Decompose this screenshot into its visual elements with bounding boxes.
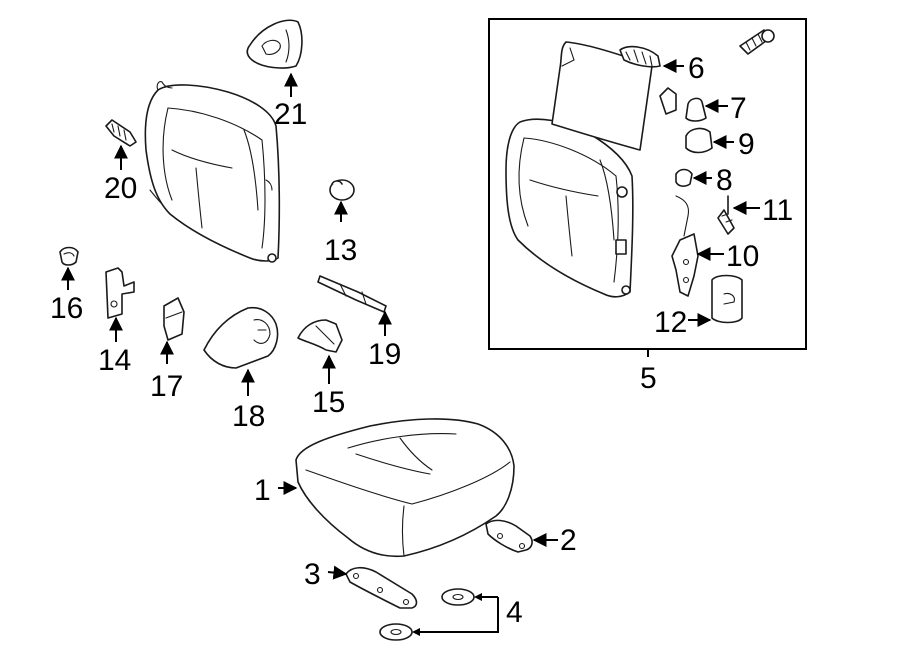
callout-21: 21 — [274, 98, 307, 131]
callout-20: 20 — [104, 172, 137, 205]
callout-14: 14 — [98, 344, 131, 377]
callout-1: 1 — [254, 474, 271, 507]
callout-16: 16 — [50, 292, 83, 325]
callout-11: 11 — [762, 194, 793, 227]
callout-4: 4 — [506, 596, 523, 629]
part-19[interactable] — [317, 275, 392, 336]
callout-18: 18 — [232, 400, 265, 433]
callout-8: 8 — [716, 164, 733, 197]
part-12[interactable] — [688, 274, 743, 327]
part-8[interactable] — [675, 168, 712, 187]
callout-6: 6 — [688, 52, 705, 85]
part-2[interactable] — [485, 519, 558, 553]
part-13[interactable] — [329, 179, 355, 222]
callout-19: 19 — [368, 338, 401, 371]
part-11[interactable] — [717, 195, 760, 235]
part-7[interactable] — [659, 87, 728, 122]
part-20[interactable] — [105, 119, 137, 170]
part-6[interactable] — [619, 45, 684, 73]
part-9[interactable] — [685, 127, 734, 154]
callout-10: 10 — [726, 240, 759, 273]
part-3[interactable] — [327, 565, 418, 609]
callout-17: 17 — [150, 370, 183, 403]
callout-5: 5 — [640, 362, 657, 395]
callout-9: 9 — [738, 128, 755, 161]
callout-labels: 1 2 3 4 5 6 7 8 9 10 11 12 13 14 15 16 1… — [50, 52, 793, 629]
part-18[interactable] — [203, 306, 279, 396]
inset-back-board[interactable] — [551, 41, 653, 151]
part-17[interactable] — [160, 297, 185, 364]
part-21[interactable] — [246, 19, 303, 97]
callout-3: 3 — [304, 558, 321, 591]
part-16[interactable] — [59, 246, 79, 291]
seatback-cover[interactable] — [144, 81, 281, 263]
screw-fastener[interactable] — [739, 29, 775, 55]
part-4[interactable] — [379, 588, 499, 641]
inset-seatback[interactable] — [505, 118, 634, 298]
callout-15: 15 — [312, 386, 345, 419]
part-14[interactable] — [105, 267, 135, 342]
callout-2: 2 — [560, 524, 577, 557]
part-10[interactable] — [671, 195, 724, 297]
callout-13: 13 — [324, 234, 357, 267]
part-1-seat-cushion[interactable] — [278, 418, 515, 558]
callout-12: 12 — [654, 306, 687, 339]
callout-7: 7 — [730, 92, 747, 125]
part-15[interactable] — [297, 319, 343, 384]
